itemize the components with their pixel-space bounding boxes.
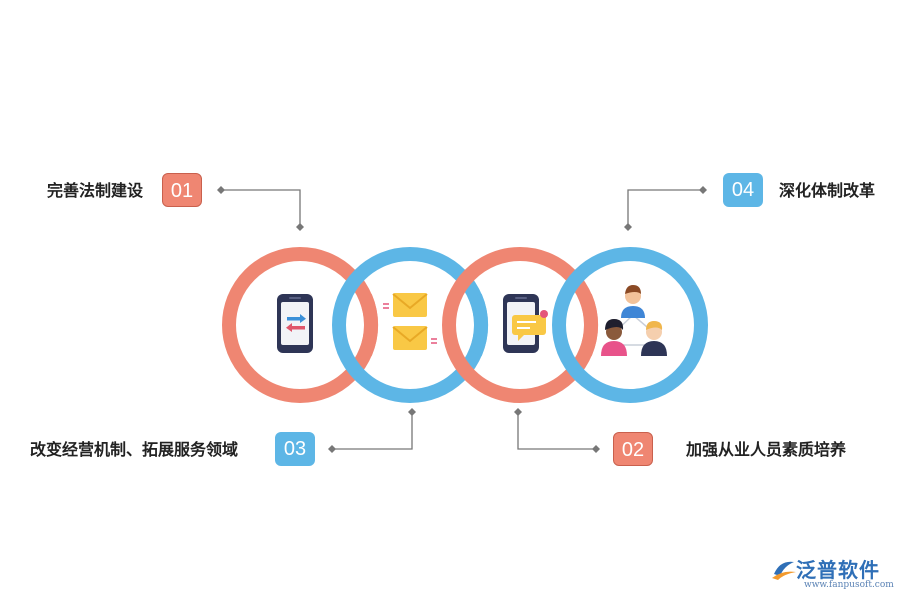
ring-1-overlap <box>358 293 379 357</box>
connector-04 <box>627 189 703 227</box>
number-badge-02: 02 <box>613 432 653 466</box>
brand-name: 泛普软件 <box>796 558 880 582</box>
brand-url: www.fanpusoft.com <box>804 580 894 590</box>
ring-4-blue <box>552 247 708 403</box>
connector-01 <box>221 189 301 227</box>
phone-message-icon <box>503 294 548 353</box>
item-label-04: 深化体制改革 <box>779 181 876 200</box>
number-badge-01: 01 <box>162 173 202 207</box>
brand-watermark: 泛普软件 www.fanpusoft.com <box>770 556 895 592</box>
team-people-icon <box>601 285 667 356</box>
envelopes-icon <box>383 293 437 350</box>
brand-logo-icon <box>772 561 796 580</box>
item-label-03: 改变经营机制、拓展服务领域 <box>30 440 239 459</box>
item-label-01: 完善法制建设 <box>47 181 144 200</box>
number-badge-04: 04 <box>723 173 763 207</box>
connector-03 <box>332 412 413 450</box>
connector-lines <box>221 189 703 450</box>
number-badge-03: 03 <box>275 432 315 466</box>
phone-transfer-icon <box>277 294 313 353</box>
ring-2-overlap <box>468 293 489 357</box>
connector-02 <box>517 412 596 450</box>
ring-3-overlap <box>578 293 599 357</box>
ring-2-blue <box>332 247 488 403</box>
item-label-02: 加强从业人员素质培养 <box>686 440 847 459</box>
connector-dots <box>217 186 707 453</box>
